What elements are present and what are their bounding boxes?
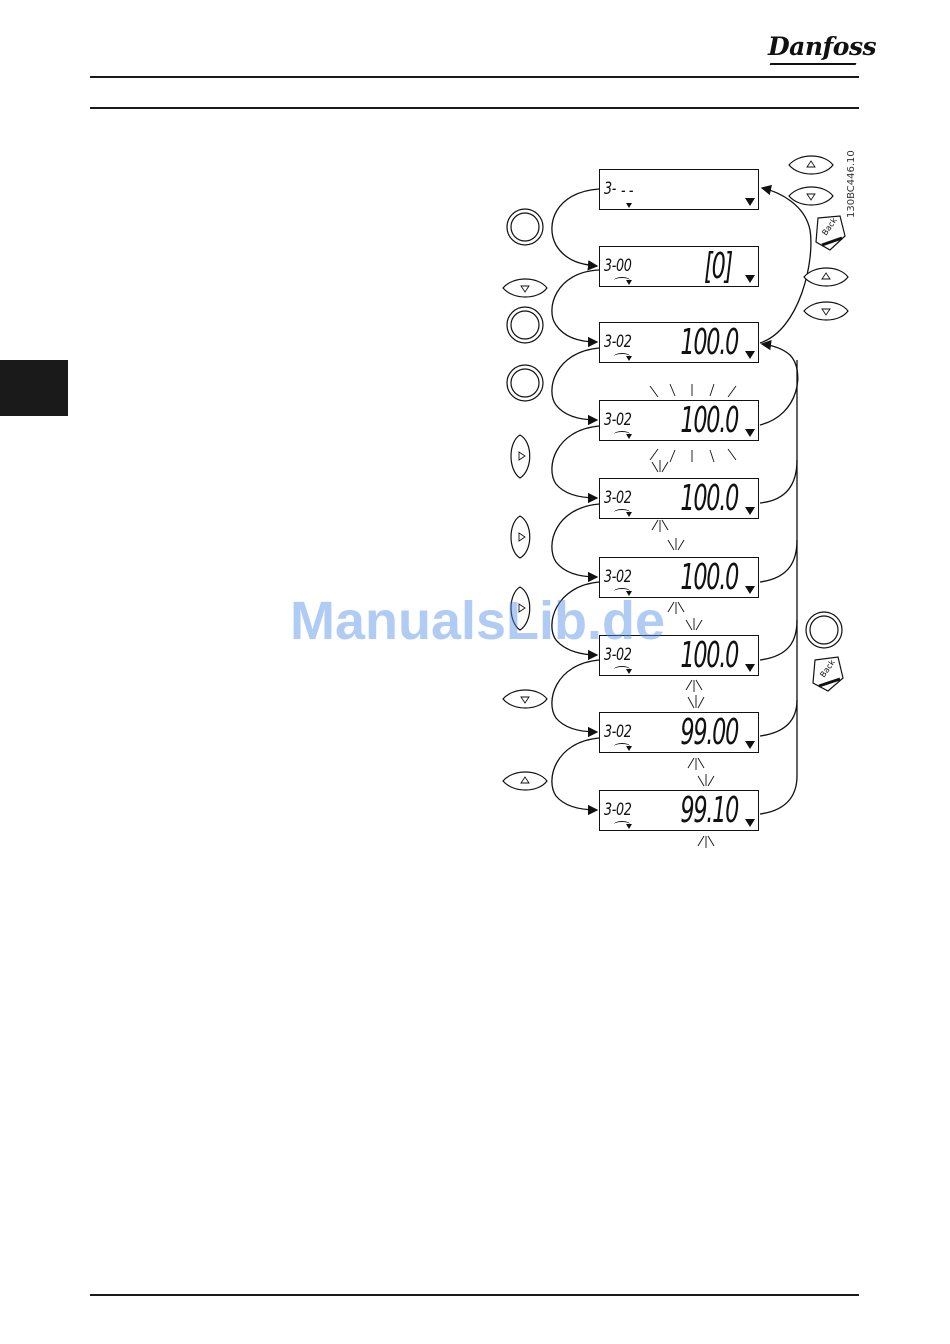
ok-button-icon xyxy=(507,307,543,343)
down-button-icon xyxy=(503,690,547,708)
watermark: ManualsLib.de xyxy=(290,590,665,652)
up-button-icon xyxy=(804,268,848,286)
up-button-icon xyxy=(789,156,833,174)
right-button-icon xyxy=(511,435,530,478)
ok-button-icon xyxy=(806,612,842,648)
down-button-icon xyxy=(503,279,547,297)
right-button-icon xyxy=(511,516,530,558)
right-flow-arrows xyxy=(760,188,811,814)
ok-button-icon xyxy=(507,209,543,245)
up-button-icon xyxy=(503,772,547,790)
down-button-icon xyxy=(789,187,833,205)
ok-button-icon xyxy=(507,365,543,401)
left-flow-arrows xyxy=(552,189,599,810)
down-button-icon xyxy=(804,302,848,320)
